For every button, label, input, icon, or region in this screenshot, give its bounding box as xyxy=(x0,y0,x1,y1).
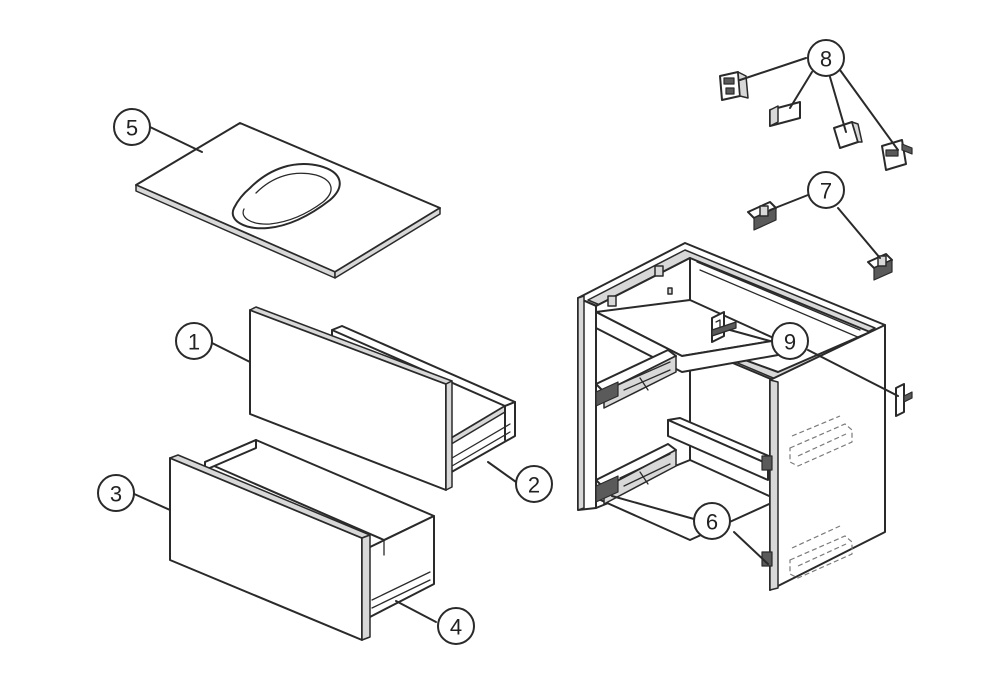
callout-3: 3 xyxy=(97,474,135,512)
lower-drawer xyxy=(169,439,435,641)
drawer-box-part-4 xyxy=(204,439,435,619)
svg-text:6: 6 xyxy=(706,510,718,535)
adjuster-a xyxy=(747,201,777,231)
cabinet-carcass xyxy=(577,242,886,591)
svg-text:2: 2 xyxy=(528,473,540,498)
leader-lines xyxy=(131,57,899,623)
callout-5: 5 xyxy=(113,108,151,146)
hanging-bracket-part-9 xyxy=(711,311,913,417)
runner-lower xyxy=(595,443,677,505)
drawer-front-part-1 xyxy=(249,306,453,491)
callout-7: 7 xyxy=(807,171,845,209)
callout-1: 1 xyxy=(175,322,213,360)
callout-6: 6 xyxy=(693,502,731,540)
clip-a xyxy=(769,101,801,127)
callout-4: 4 xyxy=(437,607,475,645)
callout-9: 9 xyxy=(771,322,809,360)
drawer-box-part-2 xyxy=(331,325,516,475)
svg-text:9: 9 xyxy=(784,330,796,355)
drawer-front-part-3 xyxy=(169,454,371,641)
svg-text:3: 3 xyxy=(110,482,122,507)
adjusters-part-7 xyxy=(747,201,893,281)
bracket-a xyxy=(719,71,749,101)
clip-b xyxy=(833,121,863,149)
svg-text:7: 7 xyxy=(820,179,832,204)
svg-text:4: 4 xyxy=(450,615,462,640)
runner-upper xyxy=(595,349,677,409)
svg-text:5: 5 xyxy=(126,116,138,141)
bracket-b xyxy=(881,139,913,171)
svg-text:8: 8 xyxy=(820,47,832,72)
drawer-runners xyxy=(595,349,677,505)
callout-8: 8 xyxy=(807,39,845,77)
countertop-part-5 xyxy=(135,122,441,279)
brackets-part-8 xyxy=(719,71,913,171)
callout-2: 2 xyxy=(515,465,553,503)
svg-text:1: 1 xyxy=(188,330,200,355)
upper-drawer xyxy=(249,306,516,491)
